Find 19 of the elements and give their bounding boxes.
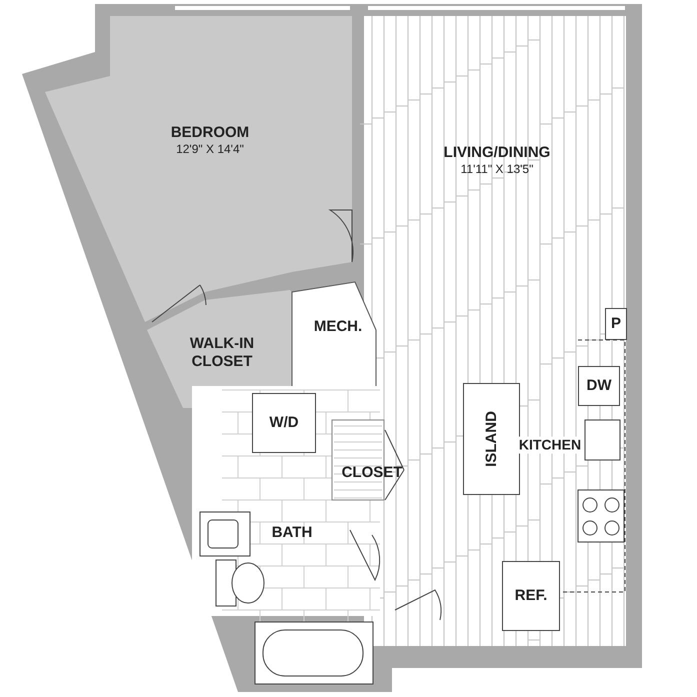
room-label: LIVING/DINING <box>444 144 550 162</box>
refrigerator <box>502 561 560 631</box>
room-label: CLOSET <box>342 464 402 482</box>
room-label: BATH <box>272 524 312 542</box>
appliance-label: REF. <box>514 587 548 605</box>
appliance-label: P <box>611 315 621 333</box>
washer-dryer <box>252 393 316 453</box>
appliance-label: W/D <box>269 414 299 432</box>
dishwasher <box>578 366 620 406</box>
area-label: KITCHEN <box>518 436 582 454</box>
room-dimensions: 12'9" X 14'4" <box>175 142 245 156</box>
kitchen-island <box>463 383 520 495</box>
room-dimensions: 11'11" X 13'5" <box>460 162 534 176</box>
room-label: MECH. <box>314 318 362 336</box>
appliance-label: DW <box>586 377 612 395</box>
room-label: BEDROOM <box>170 124 250 142</box>
appliance-label: ISLAND <box>482 411 500 467</box>
pantry <box>605 308 627 340</box>
room-label: WALK-IN CLOSET <box>188 335 256 371</box>
